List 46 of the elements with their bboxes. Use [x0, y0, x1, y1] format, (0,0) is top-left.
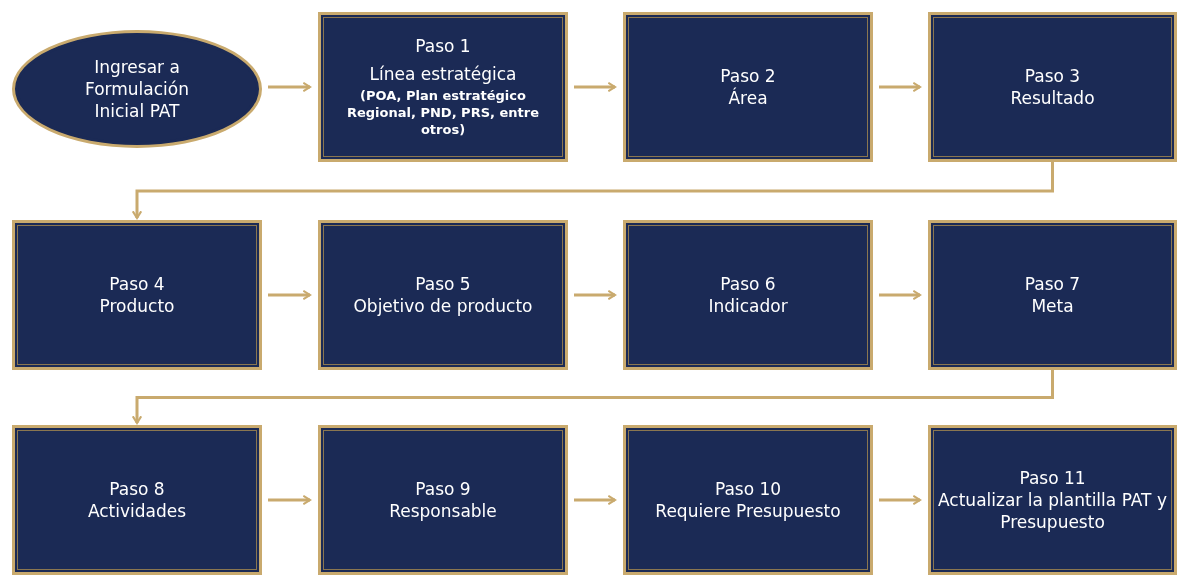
- step-number: Paso 11: [1019, 466, 1086, 489]
- process-box: [318, 425, 568, 575]
- arrow: [574, 494, 617, 506]
- process-box: [318, 12, 568, 162]
- step-number: Paso 7: [1024, 272, 1081, 295]
- step-number: Paso 9: [415, 477, 471, 500]
- process-box: [928, 425, 1177, 575]
- arrow: [879, 494, 922, 506]
- arrow: [574, 81, 617, 93]
- step-number: Paso 6: [720, 272, 776, 295]
- process-box: [928, 220, 1177, 370]
- step-number: Paso 3: [1024, 64, 1081, 87]
- step-title: Resultado: [1010, 87, 1095, 110]
- process-box: [318, 220, 568, 370]
- arrow: [879, 289, 922, 301]
- process-box: [12, 425, 262, 575]
- node-label: Ingresar a Formulación Inicial PAT: [84, 55, 190, 123]
- step-title: Requiere Presupuesto: [655, 500, 841, 523]
- process-box: [928, 12, 1177, 162]
- arrow: [268, 81, 312, 93]
- arrow: [574, 289, 617, 301]
- arrow: [268, 289, 312, 301]
- step-title: Actualizar la plantilla PAT y Presupuesto: [937, 488, 1168, 534]
- arrow: [268, 494, 312, 506]
- step-title: Objetivo de producto: [353, 295, 533, 318]
- step-title: Responsable: [389, 500, 497, 523]
- step-number: Paso 2: [720, 64, 776, 87]
- step-title: Producto: [99, 295, 175, 318]
- process-box: [623, 220, 873, 370]
- arrow: [131, 370, 1054, 425]
- arrow: [131, 162, 1054, 220]
- step-number: Paso 4: [109, 272, 165, 295]
- process-box: [623, 12, 873, 162]
- step-title: Meta: [1031, 295, 1074, 318]
- step-note: (POA, Plan estratégico Regional, PND, PRS, entre otros): [346, 88, 540, 139]
- step-title: Indicador: [708, 295, 788, 318]
- step-number: Paso 8: [109, 477, 165, 500]
- step-title: Área: [728, 87, 768, 110]
- step-number: Paso 5: [415, 272, 471, 295]
- step-title: Actividades: [87, 500, 187, 523]
- step-number: Paso 10: [714, 477, 782, 500]
- step-number: Paso 1: [415, 35, 471, 58]
- step-title: Línea estratégica: [369, 63, 517, 86]
- arrow: [879, 81, 922, 93]
- process-box: [623, 425, 873, 575]
- process-box: [12, 220, 262, 370]
